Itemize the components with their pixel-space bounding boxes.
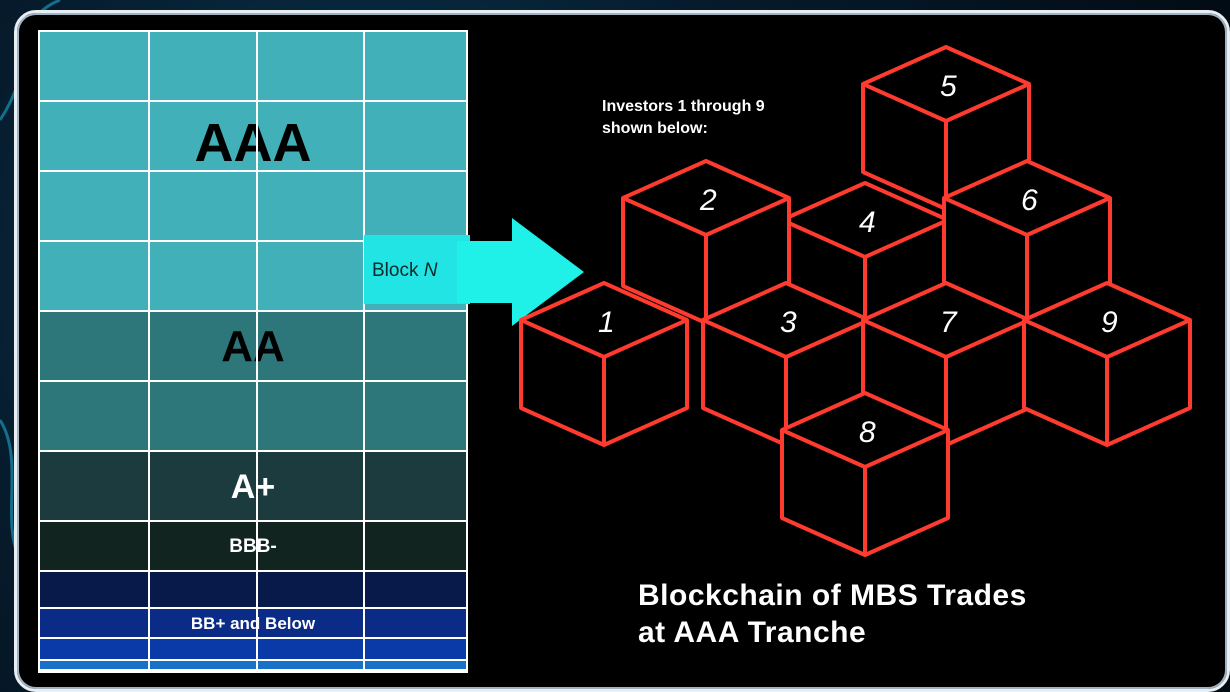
cube-label-2: 2 xyxy=(699,184,717,217)
block-label-prefix: Block xyxy=(372,260,424,281)
tranche-row-aaa xyxy=(40,172,466,242)
cube-8: 8 xyxy=(780,391,950,557)
tranche-row-bb xyxy=(40,639,466,661)
tranche-label-bb: BB+ and Below xyxy=(190,614,316,633)
tranche-row-a xyxy=(40,452,466,522)
block-label: Block N xyxy=(372,260,437,282)
tranche-label-aa: AA xyxy=(221,322,285,371)
tranche-row-bb xyxy=(40,572,466,609)
investors-note: Investors 1 through 9 shown below: xyxy=(602,98,765,137)
tranche-row-bb xyxy=(40,609,466,639)
tranche-label-bbb: BBB- xyxy=(229,536,277,557)
cube-label-1: 1 xyxy=(598,306,615,339)
cube-label-7: 7 xyxy=(940,306,958,339)
chain-title: Blockchain of MBS Trades at AAA Tranche xyxy=(638,577,1027,651)
cube-5: 5 xyxy=(861,45,1031,211)
chain-title-line2: at AAA Tranche xyxy=(638,616,867,649)
cube-label-8: 8 xyxy=(859,416,876,449)
tranche-row-bb xyxy=(40,661,466,671)
block-arrow xyxy=(457,218,584,326)
tranche-row-aaa xyxy=(40,102,466,172)
cube-chain: 5 4 2 6 3 7 1 9 8 xyxy=(519,45,1192,557)
tranche-col-divider-1 xyxy=(148,32,150,671)
block-label-var: N xyxy=(423,260,438,281)
tranche-row-aa xyxy=(40,312,466,382)
tranche-row-aaa xyxy=(40,32,466,102)
tranche-label-aaa: AAA xyxy=(194,113,312,173)
tranche-col-divider-3 xyxy=(363,32,365,671)
tranche-row-aa xyxy=(40,382,466,452)
chain-title-line1: Blockchain of MBS Trades xyxy=(638,579,1027,612)
cube-label-6: 6 xyxy=(1021,184,1038,217)
cube-label-5: 5 xyxy=(940,70,957,103)
cube-1: 1 xyxy=(519,281,689,447)
cube-label-9: 9 xyxy=(1101,306,1118,339)
block-arrow-shape xyxy=(457,218,584,326)
cube-label-3: 3 xyxy=(780,306,797,339)
cube-9: 9 xyxy=(1022,281,1192,447)
block-highlight-cell xyxy=(364,235,470,304)
tranche-row-bbb xyxy=(40,522,466,572)
tranche-col-divider-2 xyxy=(256,32,258,671)
cube-label-4: 4 xyxy=(859,206,876,239)
tranche-label-a: A+ xyxy=(230,468,276,506)
